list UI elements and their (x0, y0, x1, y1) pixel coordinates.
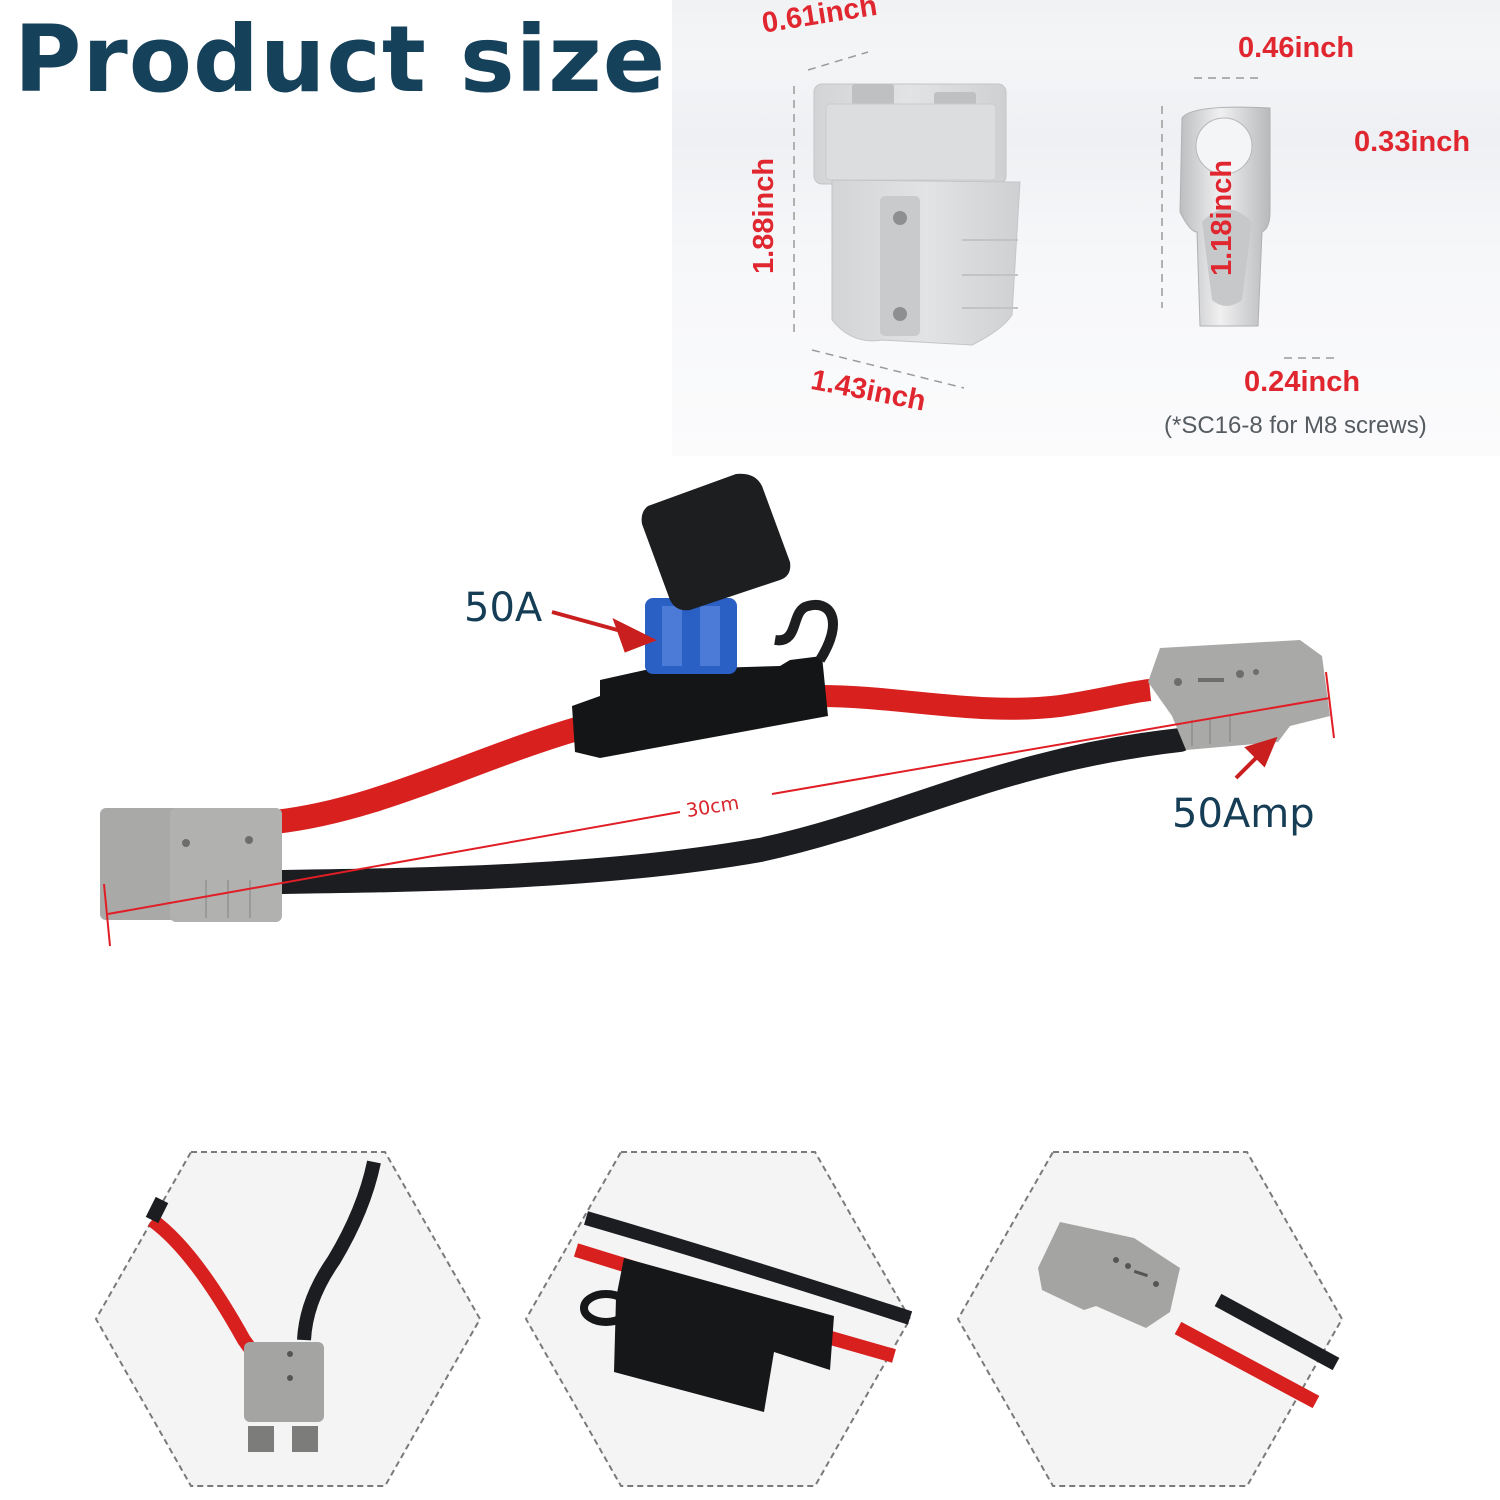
cable-assembly-photo (100, 473, 1335, 947)
terminal-length-label: 1.18inch (1206, 159, 1238, 276)
dimensions-panel: 0.61inch 1.88inch 1.43inch 0.46inch 0.33… (672, 0, 1500, 456)
detail-hex-connector-leads (94, 1151, 482, 1487)
connector-rating-callout: 50Amp (1172, 791, 1315, 837)
fuse-holder (572, 473, 838, 758)
right-connector (1148, 640, 1330, 750)
fuse-rating-callout: 50A (464, 585, 543, 631)
detail-hex-fuse-holder (524, 1151, 913, 1487)
connector-height-label: 1.88inch (748, 157, 780, 274)
terminal-note: (*SC16-8 for M8 screws) (1164, 412, 1427, 439)
anderson-connector-drawing (793, 51, 1340, 389)
detail-hex-connector-side (956, 1151, 1344, 1487)
terminal-hole-label: 0.33inch (1354, 126, 1471, 158)
left-connector (100, 808, 282, 922)
page-title: Product size (14, 6, 667, 113)
terminal-width-label: 0.46inch (1238, 32, 1355, 64)
terminal-barrel-label: 0.24inch (1244, 366, 1361, 398)
